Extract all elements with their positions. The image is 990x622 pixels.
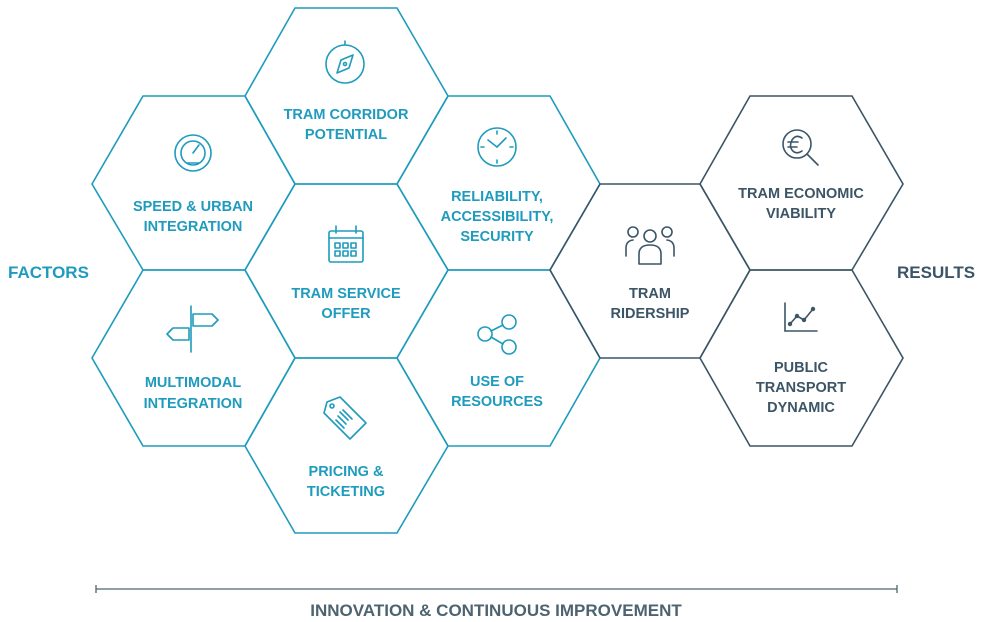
- hex-pt-dynamic: [699, 269, 904, 447]
- innovation-label: INNOVATION & CONTINUOUS IMPROVEMENT: [310, 601, 682, 620]
- hex-ridership-line-1: TRAM: [629, 286, 671, 302]
- hex-reliability-line-2: ACCESSIBILITY,: [441, 209, 554, 225]
- hex-service-offer-line-1: TRAM SERVICE: [291, 286, 401, 302]
- line-chart-icon: [784, 302, 818, 332]
- hex-economic: [699, 95, 904, 271]
- hex-economic-line-1: TRAM ECONOMIC: [738, 186, 864, 202]
- hex-pt-dynamic-line-3: DYNAMIC: [767, 400, 835, 416]
- price-tag-icon: [323, 396, 367, 440]
- hex-pricing-line-2: TICKETING: [307, 484, 385, 500]
- hex-ridership-line-2: RIDERSHIP: [611, 306, 690, 322]
- people-icon: [625, 226, 675, 265]
- hex-multimodal-line-2: INTEGRATION: [144, 396, 243, 412]
- factors-label: FACTORS: [8, 263, 89, 282]
- calendar-icon: [328, 225, 364, 263]
- hex-speed-line-2: INTEGRATION: [144, 219, 243, 235]
- hex-reliability-line-1: RELIABILITY,: [451, 189, 543, 205]
- hex-pricing-line-1: PRICING &: [309, 464, 384, 480]
- hex-speed-line-1: SPEED & URBAN: [133, 199, 253, 215]
- compass-icon: [325, 40, 365, 84]
- hex-service-offer-line-2: OFFER: [321, 306, 371, 322]
- hex-resources-line-2: RESOURCES: [451, 394, 543, 410]
- hex-ridership: [549, 183, 751, 359]
- hex-service-offer: [244, 183, 449, 359]
- hex-economic-line-2: VIABILITY: [766, 206, 836, 222]
- clock-icon: [477, 127, 517, 167]
- hex-pricing: [244, 357, 449, 534]
- hex-pt-dynamic-line-2: TRANSPORT: [756, 380, 846, 396]
- hex-multimodal: [91, 269, 296, 447]
- hex-tram-corridor: [244, 7, 449, 185]
- hex-multimodal-line-1: MULTIMODAL: [145, 375, 242, 391]
- hex-resources: [396, 269, 601, 447]
- hex-pt-dynamic-line-1: PUBLIC: [774, 360, 829, 376]
- results-label: RESULTS: [897, 263, 975, 282]
- hex-resources-line-1: USE OF: [470, 374, 524, 390]
- hex-reliability-line-3: SECURITY: [460, 229, 534, 245]
- signpost-icon: [166, 305, 219, 353]
- hex-tram-corridor-line-2: POTENTIAL: [305, 127, 387, 143]
- hex-speed: [91, 95, 296, 271]
- share-icon: [477, 314, 517, 355]
- bottom-bracket: [95, 585, 898, 593]
- euro-magnifier-icon: [782, 129, 819, 166]
- speedometer-icon: [174, 134, 212, 172]
- hex-tram-corridor-line-1: TRAM CORRIDOR: [284, 107, 409, 123]
